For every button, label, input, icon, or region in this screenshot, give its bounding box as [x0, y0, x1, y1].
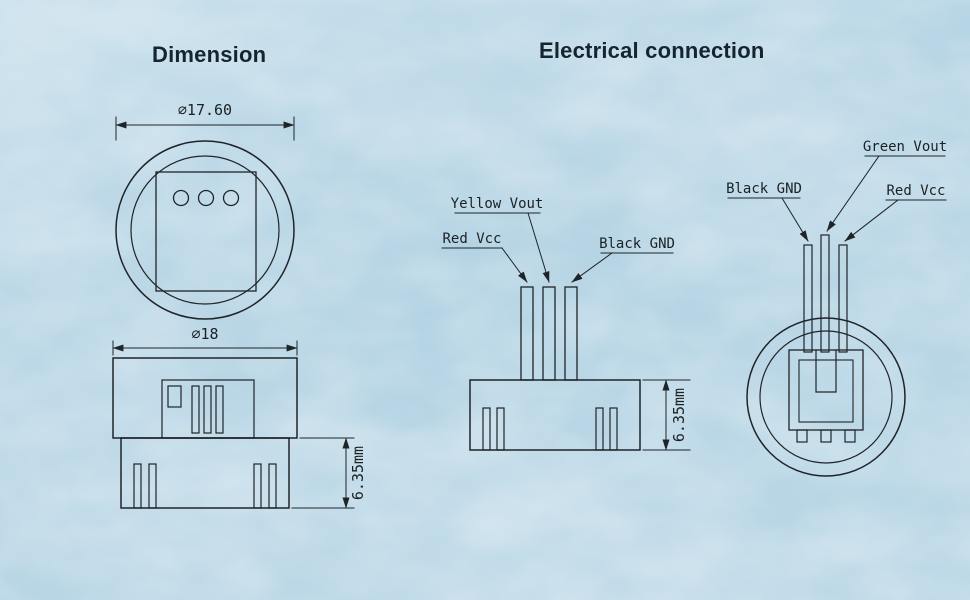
connector-pin-3	[215, 385, 224, 434]
foot-slot-2	[148, 463, 157, 509]
foot-slot-1	[133, 463, 142, 509]
wire-green	[820, 234, 830, 353]
outer-shell-circle	[115, 140, 295, 320]
connector-bottom-tab-1	[796, 429, 808, 443]
black-gnd-label-top: Black GND	[726, 181, 802, 197]
height-6-35-dimension-left	[291, 437, 355, 509]
wire-black	[803, 244, 813, 353]
leader-line	[781, 197, 809, 242]
pin-hole-2	[197, 189, 215, 207]
black-gnd-callout-top	[727, 197, 809, 242]
pin-gnd	[564, 286, 578, 381]
connector-inner	[798, 359, 854, 423]
green-vout-label: Green Vout	[863, 139, 947, 155]
body-slot-1	[482, 407, 491, 451]
black-gnd-callout	[571, 252, 674, 283]
red-vcc-callout	[441, 247, 528, 283]
electrical-side-view: Yellow Vout Red Vcc Black GND 6.35mm	[441, 196, 691, 451]
pin-hole-3	[222, 189, 240, 207]
connector-outline	[788, 349, 864, 431]
yellow-vout-callout	[454, 212, 550, 283]
upper-body	[112, 357, 298, 439]
pin-hole-1	[172, 189, 190, 207]
connector-pin-1	[191, 385, 200, 434]
height-6-35-dimension-middle	[642, 379, 691, 451]
connector-center-slot	[815, 349, 837, 393]
foot-slot-3	[253, 463, 262, 509]
dimension-heading: Dimension	[152, 42, 267, 67]
body-slot-2	[496, 407, 505, 451]
diameter-18-text: ⌀18	[191, 325, 218, 343]
leader-line	[501, 247, 528, 283]
height-6-35-text-left: 6.35mm	[349, 446, 367, 500]
leader-line	[527, 212, 550, 283]
red-vcc-callout-top	[844, 199, 947, 242]
connector-bottom-tab-3	[844, 429, 856, 443]
connector-tab	[167, 385, 182, 408]
red-vcc-label-top: Red Vcc	[886, 183, 945, 199]
black-gnd-label: Black GND	[599, 236, 675, 252]
body-slot-3	[595, 407, 604, 451]
electrical-heading: Electrical connection	[539, 38, 765, 63]
sensor-body-rect	[155, 171, 257, 292]
sensor-top-view: ⌀17.60	[115, 101, 295, 320]
sensor-side-view: ⌀18 6.35mm	[112, 325, 367, 509]
electrical-top-view: Green Vout Black GND Red Vcc	[726, 139, 947, 477]
leader-line	[844, 199, 899, 242]
green-vout-callout	[826, 155, 946, 232]
leader-line	[826, 155, 880, 232]
body-slot-4	[609, 407, 618, 451]
inner-shell-circle	[130, 155, 280, 305]
diameter-18-dimension	[112, 340, 298, 356]
red-vcc-label: Red Vcc	[442, 231, 501, 247]
height-6-35-text-middle: 6.35mm	[670, 388, 688, 442]
connector-block	[161, 379, 255, 439]
connector-bottom-tab-2	[820, 429, 832, 443]
pin-vcc	[520, 286, 534, 381]
pin-vout	[542, 286, 556, 381]
inner-shell-circle	[759, 330, 893, 464]
foot-slot-4	[268, 463, 277, 509]
diameter-17-60-text: ⌀17.60	[178, 101, 232, 119]
connector-pin-2	[203, 385, 212, 434]
lower-body	[120, 437, 290, 509]
outer-shell-circle	[746, 317, 906, 477]
diameter-17-60-dimension	[115, 116, 295, 141]
wire-red	[838, 244, 848, 353]
yellow-vout-label: Yellow Vout	[451, 196, 544, 212]
leader-line	[571, 252, 613, 283]
sensor-body	[469, 379, 641, 451]
